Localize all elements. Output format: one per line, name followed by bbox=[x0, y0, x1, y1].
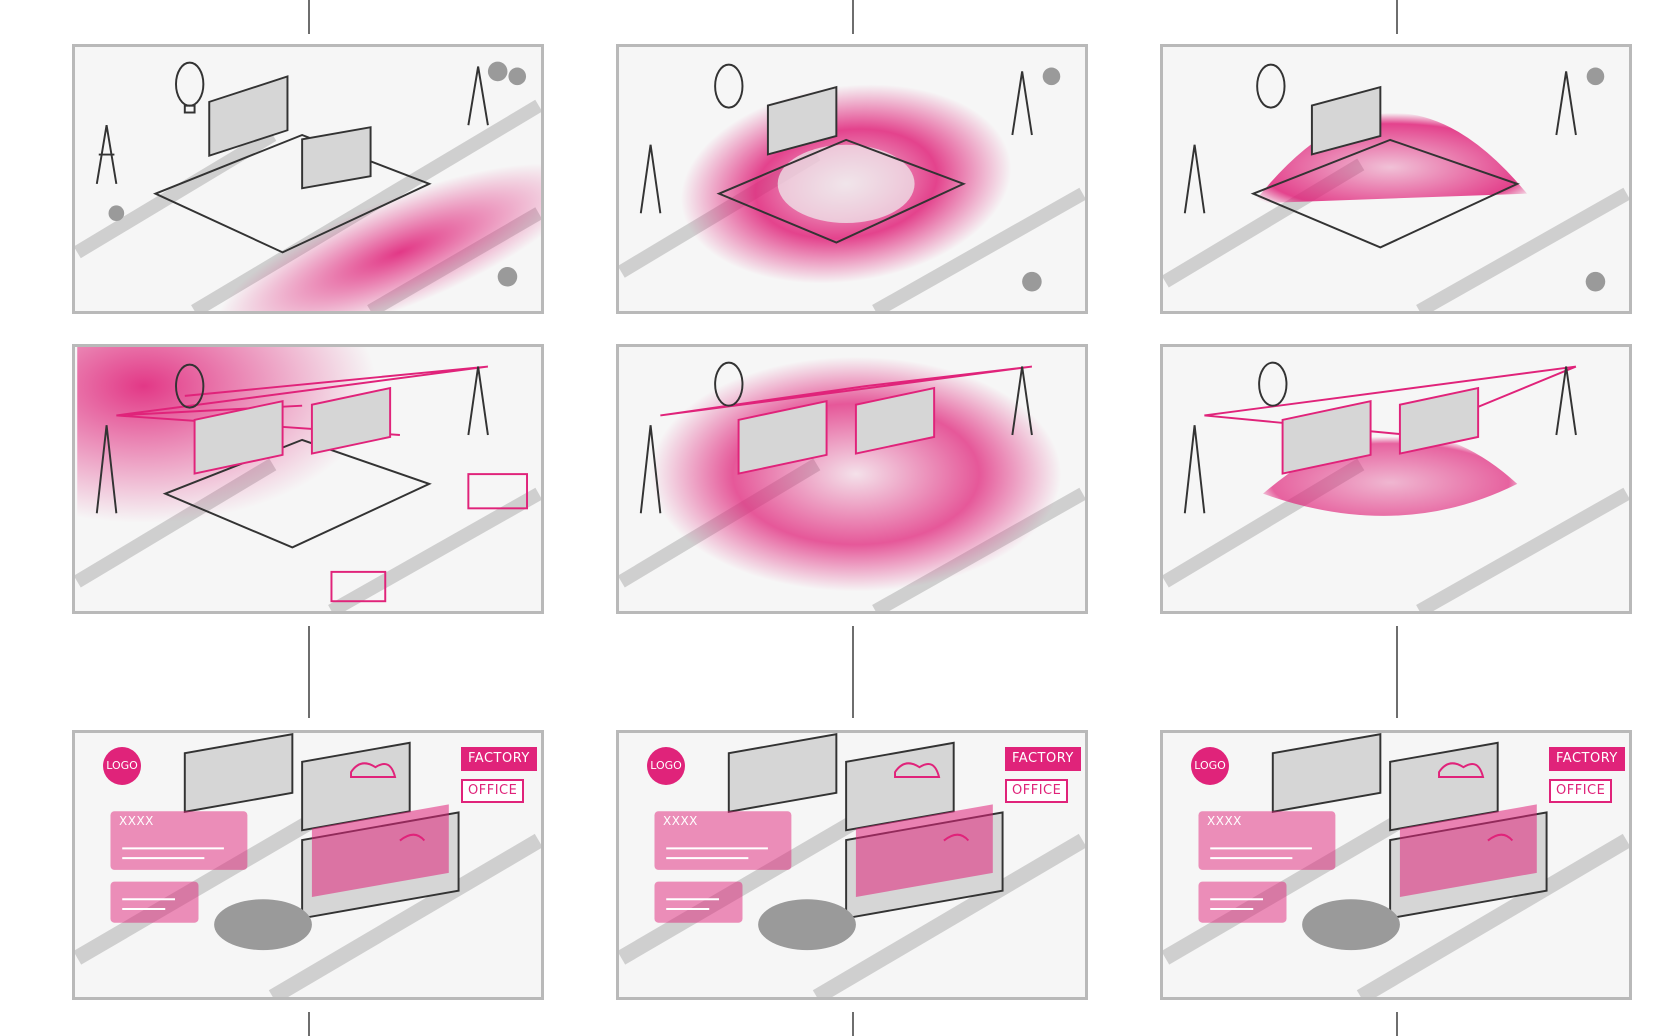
logo-badge: LOGO bbox=[1191, 747, 1229, 785]
storyboard-panel-dome bbox=[1160, 44, 1632, 314]
isometric-campus-network-sketch bbox=[619, 356, 1085, 611]
connector-line bbox=[308, 0, 310, 34]
storyboard-panel-dashboard: LOGO XXXX FACTORY OFFICE bbox=[1160, 730, 1632, 1000]
factory-tab[interactable]: FACTORY bbox=[461, 747, 537, 771]
office-tab[interactable]: OFFICE bbox=[461, 779, 525, 803]
storyboard-panel-dashboard: LOGO XXXX FACTORY OFFICE bbox=[616, 730, 1088, 1000]
connector-line bbox=[852, 0, 854, 34]
logo-badge: LOGO bbox=[103, 747, 141, 785]
storyboard-panel-ring bbox=[616, 44, 1088, 314]
isometric-campus-sketch bbox=[75, 61, 541, 311]
overlay-heading: XXXX bbox=[1207, 814, 1242, 828]
isometric-campus-network-sketch bbox=[75, 347, 541, 611]
factory-tab[interactable]: FACTORY bbox=[1549, 747, 1625, 771]
storyboard-panel-dashboard: LOGO XXXX FACTORY OFFICE bbox=[72, 730, 544, 1000]
office-tab[interactable]: OFFICE bbox=[1549, 779, 1613, 803]
connector-line bbox=[852, 1012, 854, 1036]
isometric-campus-sketch bbox=[1163, 63, 1629, 311]
connector-line bbox=[308, 1012, 310, 1036]
factory-tab[interactable]: FACTORY bbox=[1005, 747, 1081, 771]
storyboard-panel-network-corner bbox=[72, 344, 544, 614]
storyboard-panel-network-dome bbox=[1160, 344, 1632, 614]
connector-line bbox=[308, 626, 310, 718]
connector-line bbox=[1396, 0, 1398, 34]
storyboard-panel-network-ring bbox=[616, 344, 1088, 614]
connector-line bbox=[852, 626, 854, 718]
connector-line bbox=[1396, 1012, 1398, 1036]
logo-badge: LOGO bbox=[647, 747, 685, 785]
isometric-campus-sketch bbox=[619, 63, 1085, 311]
storyboard-panel-ground-sweep bbox=[72, 44, 544, 314]
factory-dashboard-sketch bbox=[619, 733, 1085, 997]
isometric-campus-network-sketch bbox=[1163, 361, 1629, 611]
office-tab[interactable]: OFFICE bbox=[1005, 779, 1069, 803]
factory-dashboard-sketch bbox=[1163, 733, 1629, 997]
overlay-heading: XXXX bbox=[119, 814, 154, 828]
factory-dashboard-sketch bbox=[75, 733, 541, 997]
overlay-heading: XXXX bbox=[663, 814, 698, 828]
connector-line bbox=[1396, 626, 1398, 718]
